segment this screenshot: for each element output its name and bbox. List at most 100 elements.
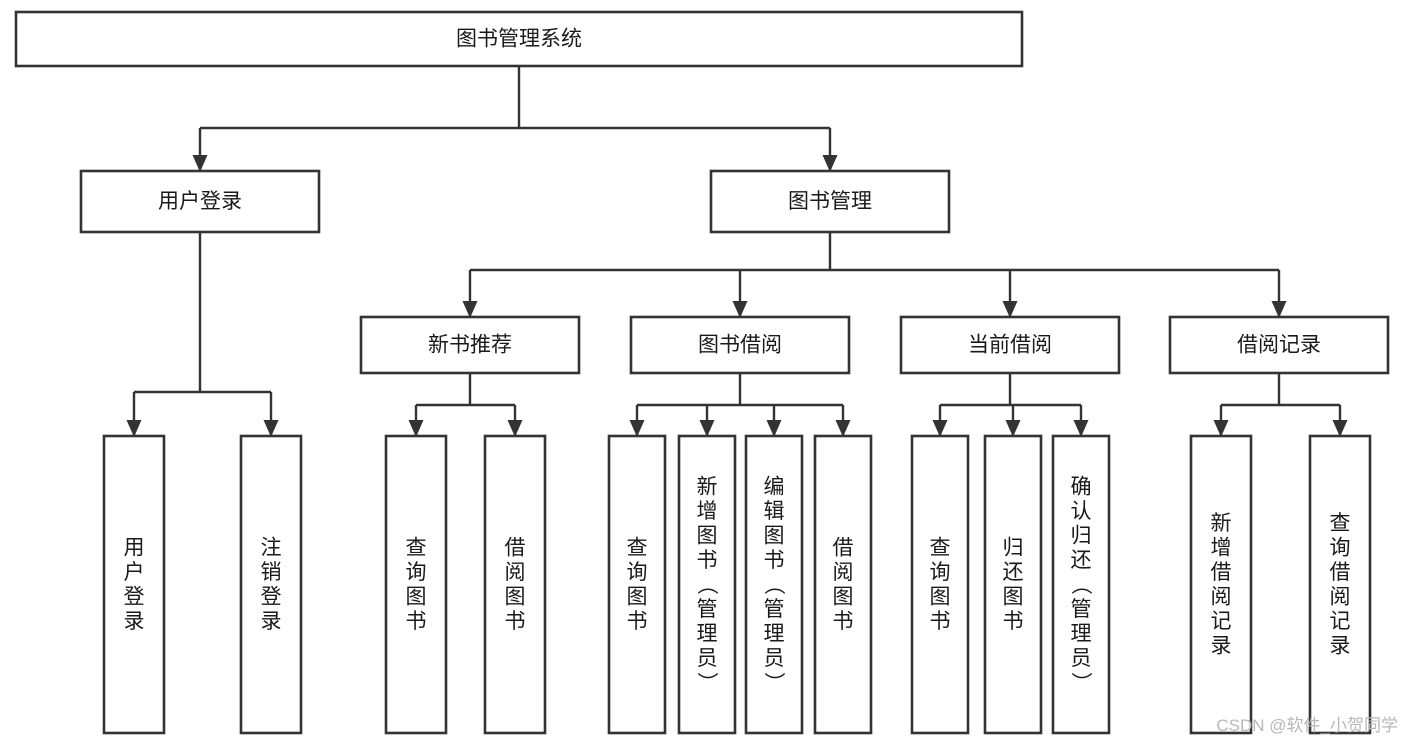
node-label-book-borrow: 图书借阅 — [698, 334, 782, 357]
node-label-leaf-confirm-return-char-7: 员 — [1071, 647, 1092, 670]
node-label-leaf-query-book-2-char-1: 询 — [627, 561, 648, 584]
node-box-leaf-confirm-return[interactable] — [1051, 434, 1111, 735]
node-box-leaf-add-record[interactable] — [1189, 434, 1253, 735]
node-box-leaf-user-login[interactable] — [102, 434, 166, 735]
node-boxes-layer: 图书管理系统用户登录图书管理新书推荐图书借阅当前借阅借阅记录用户登录注销登录查询… — [14, 10, 1390, 735]
node-label-leaf-borrow-book-1-char-2: 图 — [505, 586, 526, 609]
node-box-current-borrow[interactable] — [899, 315, 1121, 375]
node-label-leaf-confirm-return-char-0: 确 — [1071, 475, 1092, 498]
node-box-leaf-query-record[interactable] — [1308, 434, 1372, 735]
node-label-leaf-edit-book-char-6: 理 — [764, 622, 785, 645]
node-label-leaf-edit-book-char-2: 图 — [764, 524, 785, 547]
node-label-leaf-add-book-char-7: 员 — [697, 647, 718, 670]
node-box-root[interactable] — [14, 10, 1024, 68]
node-label-leaf-logout-char-1: 销 — [261, 561, 282, 584]
node-label-leaf-add-book-char-4: （ — [695, 574, 718, 595]
node-new-book-rec[interactable]: 新书推荐 — [359, 315, 581, 375]
node-label-leaf-query-book-2-char-3: 书 — [627, 610, 648, 633]
node-box-book-manage[interactable] — [709, 169, 951, 234]
node-label-leaf-query-record-char-2: 借 — [1330, 561, 1351, 584]
node-label-leaf-query-book-3-char-0: 查 — [930, 537, 951, 560]
arrow-head-leaf-logout — [263, 420, 279, 437]
node-box-leaf-borrow-book-2[interactable] — [813, 434, 873, 735]
node-box-borrow-record[interactable] — [1168, 315, 1390, 375]
node-label-leaf-edit-book-char-3: 书 — [764, 549, 785, 572]
node-label-leaf-query-book-2-char-0: 查 — [627, 537, 648, 560]
node-box-new-book-rec[interactable] — [359, 315, 581, 375]
node-label-leaf-borrow-book-2-char-1: 阅 — [833, 561, 854, 584]
connector-lines-layer — [126, 66, 1348, 437]
node-label-leaf-add-book-char-6: 理 — [697, 622, 718, 645]
arrow-head-leaf-query-record — [1332, 420, 1348, 437]
node-label-leaf-query-book-3-char-2: 图 — [930, 586, 951, 609]
node-label-leaf-add-record-char-3: 阅 — [1211, 586, 1232, 609]
node-label-leaf-query-book-2-char-2: 图 — [627, 586, 648, 609]
node-label-book-manage: 图书管理 — [788, 190, 872, 213]
node-box-leaf-query-book-2[interactable] — [607, 434, 667, 735]
node-leaf-user-login[interactable]: 用户登录 — [102, 434, 166, 735]
node-box-leaf-query-book-1[interactable] — [384, 434, 448, 735]
node-box-book-borrow[interactable] — [629, 315, 851, 375]
node-label-leaf-query-book-1-char-2: 图 — [406, 586, 427, 609]
arrow-head-user-login — [192, 155, 208, 172]
arrow-head-current-borrow — [1002, 301, 1018, 318]
node-label-new-book-rec: 新书推荐 — [428, 334, 512, 357]
node-user-login[interactable]: 用户登录 — [79, 169, 321, 234]
node-label-leaf-add-book-char-1: 增 — [697, 500, 718, 523]
node-box-leaf-borrow-book-1[interactable] — [483, 434, 547, 735]
node-borrow-record[interactable]: 借阅记录 — [1168, 315, 1390, 375]
node-label-current-borrow: 当前借阅 — [968, 334, 1052, 357]
node-label-leaf-return-book-char-2: 图 — [1003, 586, 1024, 609]
node-label-leaf-add-record-char-1: 增 — [1211, 537, 1232, 560]
arrow-head-borrow-record — [1271, 301, 1287, 318]
node-box-leaf-edit-book[interactable] — [744, 434, 804, 735]
node-label-leaf-query-record-char-3: 阅 — [1330, 586, 1351, 609]
node-label-leaf-user-login-char-0: 用 — [124, 537, 145, 560]
node-book-borrow[interactable]: 图书借阅 — [629, 315, 851, 375]
node-label-leaf-add-book-char-8: ） — [695, 672, 718, 693]
arrow-head-leaf-borrow-book-1 — [507, 420, 523, 437]
node-label-leaf-return-book-char-1: 还 — [1003, 561, 1024, 584]
node-box-user-login[interactable] — [79, 169, 321, 234]
arrow-head-leaf-add-record — [1213, 420, 1229, 437]
node-root[interactable]: 图书管理系统 — [14, 10, 1024, 68]
node-box-leaf-logout[interactable] — [239, 434, 303, 735]
node-label-leaf-add-record-char-0: 新 — [1211, 512, 1232, 535]
watermark-label: CSDN @软件_小贺同学 — [1216, 716, 1398, 735]
node-label-leaf-borrow-book-2-char-3: 书 — [833, 610, 854, 633]
node-label-leaf-query-record-char-0: 查 — [1330, 512, 1351, 535]
node-label-leaf-borrow-book-1-char-0: 借 — [505, 537, 526, 560]
arrow-head-leaf-edit-book — [766, 420, 782, 437]
node-label-leaf-add-book-char-0: 新 — [697, 475, 718, 498]
node-label-leaf-add-book-char-3: 书 — [697, 549, 718, 572]
node-label-leaf-edit-book-char-7: 员 — [764, 647, 785, 670]
node-label-leaf-query-record-char-1: 询 — [1330, 537, 1351, 560]
node-label-leaf-borrow-book-1-char-1: 阅 — [505, 561, 526, 584]
node-box-leaf-return-book[interactable] — [983, 434, 1043, 735]
node-label-leaf-user-login-char-1: 户 — [124, 561, 145, 584]
arrow-head-leaf-user-login — [126, 420, 142, 437]
node-current-borrow[interactable]: 当前借阅 — [899, 315, 1121, 375]
node-label-leaf-add-record-char-2: 借 — [1211, 561, 1232, 584]
node-box-leaf-add-book[interactable] — [677, 434, 737, 735]
arrow-head-leaf-query-book-1 — [408, 420, 424, 437]
node-box-leaf-query-book-3[interactable] — [910, 434, 970, 735]
node-book-manage[interactable]: 图书管理 — [709, 169, 951, 234]
arrow-head-new-book-rec — [462, 301, 478, 318]
node-label-leaf-add-book-char-5: 管 — [697, 598, 718, 621]
node-label-leaf-query-book-3-char-1: 询 — [930, 561, 951, 584]
node-label-leaf-add-book-char-2: 图 — [697, 524, 718, 547]
node-label-leaf-edit-book-char-4: （ — [762, 574, 785, 595]
